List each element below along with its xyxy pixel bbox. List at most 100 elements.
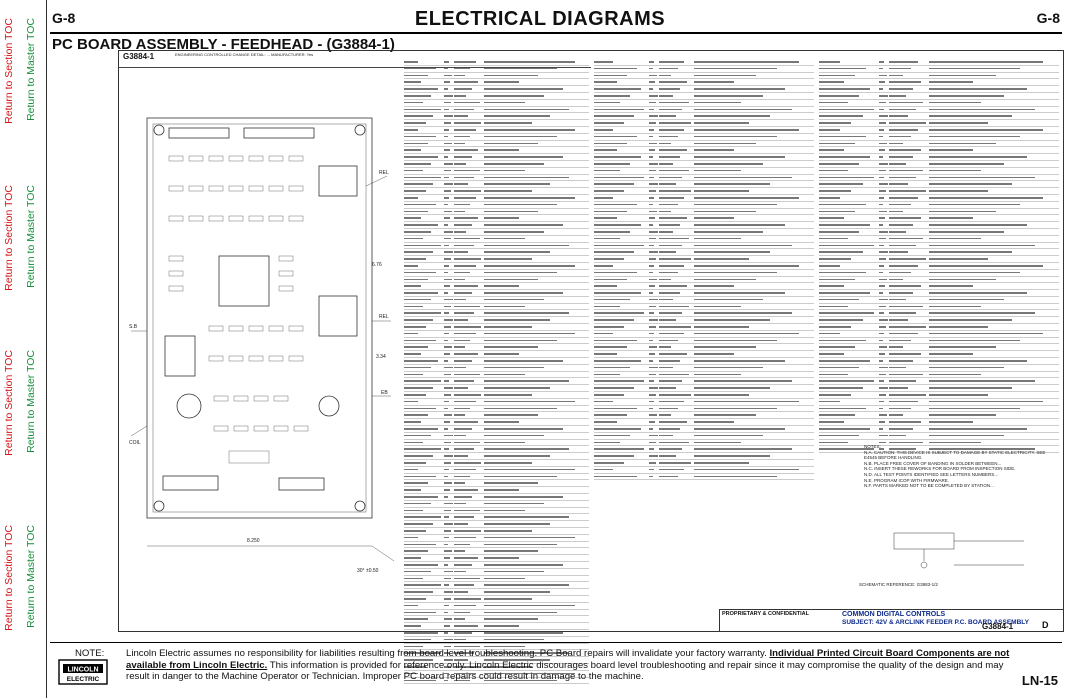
side-divider — [46, 0, 47, 698]
callout-rel-2: REL — [379, 314, 389, 320]
bom-row — [404, 555, 589, 562]
bom-row — [594, 161, 814, 168]
bom-row — [404, 610, 589, 617]
bom-row — [594, 195, 814, 202]
bom-row — [404, 215, 589, 223]
bom-row — [404, 453, 589, 461]
bom-row — [819, 297, 1059, 304]
bom-row — [594, 344, 814, 352]
bom-row — [404, 277, 589, 284]
bom-row — [819, 168, 1059, 175]
side-navigation: Return to Section TOC Return to Master T… — [0, 0, 46, 698]
bom-row — [594, 453, 814, 461]
drawing-header-strip: G3884-1 ENGINEERING CONTROLLED CHANGE DE… — [119, 51, 591, 68]
bom-row — [819, 290, 1059, 297]
return-to-section-toc-link-4[interactable]: Return to Section TOC — [3, 525, 15, 631]
bom-row — [404, 141, 589, 148]
bom-row — [819, 277, 1059, 284]
bom-row — [404, 113, 589, 121]
bom-row — [594, 310, 814, 318]
bom-row — [404, 419, 589, 427]
bom-row — [594, 263, 814, 270]
callout-dim-6-76: 6.76 — [372, 262, 382, 268]
callout-sb: S.B — [129, 324, 138, 330]
return-to-master-toc-link-4[interactable]: Return to Master TOC — [25, 525, 37, 628]
bom-row — [404, 406, 589, 413]
disclaimer-note: NOTE: Lincoln Electric assumes no respon… — [75, 648, 1015, 683]
return-to-master-toc-link-1[interactable]: Return to Master TOC — [25, 18, 37, 121]
drawing-note-line: N.B. PLACE FREE COVER OF BANDING IN SOLD… — [864, 460, 1002, 466]
board-outline-drawing: REL S.B REL EB COIL 3.34 8.250 6.76 30° … — [129, 117, 395, 574]
bom-row — [819, 433, 1059, 440]
page-title: ELECTRICAL DIAGRAMS — [414, 8, 666, 30]
drawing-note-line: N.A. CAUTION: THIS DEVICE IS SUBJECT TO … — [864, 449, 1046, 455]
bom-row — [404, 616, 589, 624]
title-block-subject: SUBJECT: 42V & ARCLINK FEEDER P.C. BOARD… — [842, 619, 1029, 626]
note-text-part-2: This information is provided for referen… — [126, 659, 1004, 683]
bom-row — [594, 202, 814, 209]
bom-row — [819, 127, 1059, 134]
return-to-section-toc-link-3[interactable]: Return to Section TOC — [3, 350, 15, 456]
bom-row — [404, 630, 589, 637]
bom-row — [594, 236, 814, 243]
bom-row — [404, 351, 589, 359]
page-code-left: G-8 — [52, 10, 76, 26]
bom-row — [404, 650, 589, 658]
drawing-title-block: PROPRIETARY & CONFIDENTIAL COMMON DIGITA… — [719, 609, 1064, 632]
bom-row — [819, 222, 1059, 229]
drawing-note-line: N.E. PROGRAM ICOP WITH FIRMWARE. — [864, 477, 950, 483]
bom-row — [594, 256, 814, 263]
bom-row — [819, 175, 1059, 182]
note-text-bold: Individual Printed Circuit Board Compone… — [126, 648, 1010, 671]
callout-dim-3-34: 3.34 — [376, 354, 386, 360]
return-to-section-toc-link-1[interactable]: Return to Section TOC — [3, 18, 15, 124]
callout-eb: EB — [381, 390, 388, 396]
bom-row — [594, 351, 814, 359]
bom-row — [819, 113, 1059, 121]
title-block-doc-number: G3884-1 — [982, 622, 1014, 631]
return-to-section-toc-link-2[interactable]: Return to Section TOC — [3, 185, 15, 291]
bom-row — [594, 474, 814, 481]
bom-row — [404, 548, 589, 556]
bom-row — [819, 419, 1059, 427]
bom-row — [404, 358, 589, 365]
bom-row — [594, 100, 814, 107]
bom-row — [594, 222, 814, 229]
bom-row — [404, 521, 589, 528]
bom-row — [404, 460, 589, 467]
title-block-revision: D — [1042, 620, 1049, 630]
bom-row — [404, 582, 589, 590]
bom-row — [594, 209, 814, 216]
header-divider — [50, 32, 1062, 34]
bom-row — [594, 324, 814, 331]
bom-row — [819, 256, 1059, 263]
bom-row — [404, 664, 589, 671]
bom-row — [594, 440, 814, 447]
return-to-master-toc-link-2[interactable]: Return to Master TOC — [25, 185, 37, 288]
bom-row — [819, 243, 1059, 250]
bom-row — [819, 263, 1059, 270]
bom-row — [819, 134, 1059, 141]
bom-row — [404, 297, 589, 304]
bom-row — [404, 596, 589, 603]
bom-row — [404, 249, 589, 257]
bom-row — [819, 304, 1059, 311]
bom-row — [819, 392, 1059, 399]
bom-row — [404, 569, 589, 576]
bom-row — [594, 446, 814, 454]
bom-row — [594, 331, 814, 338]
lincoln-electric-logo: LINCOLN ELECTRIC — [58, 659, 108, 685]
return-to-master-toc-link-3[interactable]: Return to Master TOC — [25, 350, 37, 453]
bom-row — [404, 283, 589, 291]
bom-row — [594, 283, 814, 291]
bom-row — [404, 623, 589, 630]
bom-row — [594, 59, 814, 66]
bom-row — [404, 270, 589, 277]
bom-row — [819, 181, 1059, 189]
bom-row — [819, 154, 1059, 161]
bom-row — [819, 331, 1059, 338]
bom-row — [594, 107, 814, 114]
bom-row — [404, 678, 589, 685]
bom-row — [404, 86, 589, 93]
bom-row — [404, 181, 589, 189]
